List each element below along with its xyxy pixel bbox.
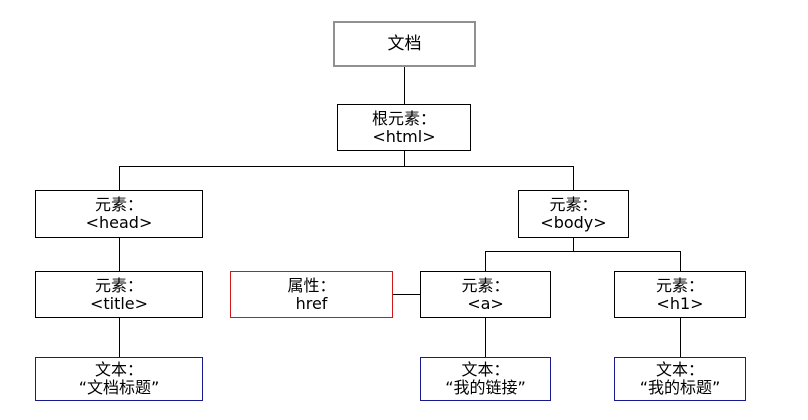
head-kind-label: 元素：	[94, 195, 143, 214]
href-kind-label: 属性：	[287, 275, 336, 295]
title-kind-label: 元素：	[94, 275, 143, 295]
h1-text-kind-label: 文本：	[655, 360, 704, 379]
connector-to-body	[573, 166, 574, 190]
a-value-label: <a>	[467, 293, 504, 313]
root-kind-label: 根元素：	[371, 108, 436, 128]
h1-text-value-label: “我的标题”	[639, 378, 721, 397]
connector-a-text	[485, 317, 486, 357]
title-element-node: 元素： <title>	[35, 271, 203, 318]
title-value-label: <title>	[89, 293, 149, 313]
h1-kind-label: 元素：	[655, 275, 704, 295]
h1-element-node: 元素： <h1>	[614, 271, 746, 318]
connector-root-branch	[119, 166, 573, 167]
title-text-kind-label: 文本：	[94, 360, 143, 379]
root-element-node: 根元素： <html>	[337, 104, 471, 151]
root-value-label: <html>	[372, 126, 436, 146]
body-kind-label: 元素：	[549, 195, 598, 214]
body-value-label: <body>	[540, 213, 607, 232]
document-label: 文档	[387, 34, 422, 54]
h1-text-node: 文本： “我的标题”	[614, 357, 746, 401]
connector-h1-text	[680, 317, 681, 357]
head-element-node: 元素： <head>	[35, 190, 203, 238]
h1-value-label: <h1>	[656, 293, 704, 313]
document-node: 文档	[333, 21, 476, 67]
head-value-label: <head>	[85, 213, 153, 232]
href-value-label: href	[295, 293, 328, 313]
href-attribute-node: 属性： href	[230, 271, 393, 318]
connector-document-root	[404, 66, 405, 104]
a-kind-label: 元素：	[461, 275, 510, 295]
connector-to-head	[119, 166, 120, 190]
connector-href-a	[392, 294, 420, 295]
a-element-node: 元素： <a>	[420, 271, 551, 318]
connector-head-title	[119, 237, 120, 271]
connector-body-branch	[485, 251, 680, 252]
a-text-node: 文本： “我的链接”	[420, 357, 551, 401]
a-text-value-label: “我的链接”	[445, 378, 526, 397]
connector-title-text	[119, 317, 120, 357]
connector-body-split	[573, 237, 574, 251]
body-element-node: 元素： <body>	[518, 190, 629, 238]
title-text-value-label: “文档标题”	[78, 378, 160, 397]
connector-to-h1	[680, 251, 681, 271]
connector-root-split	[404, 150, 405, 166]
title-text-node: 文本： “文档标题”	[35, 357, 203, 401]
a-text-kind-label: 文本：	[461, 360, 510, 379]
connector-to-a	[485, 251, 486, 271]
